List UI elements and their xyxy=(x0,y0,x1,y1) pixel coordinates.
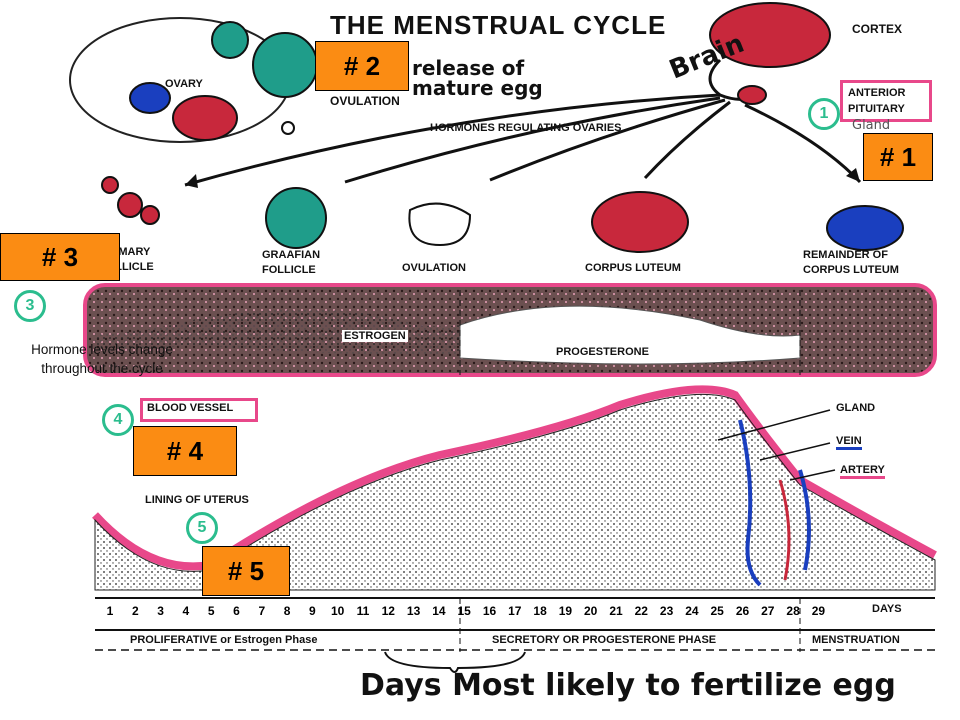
anterior-pituitary-label: ANTERIOR PITUITARY xyxy=(848,87,906,115)
ovary-follicle-small xyxy=(211,21,249,59)
remainder-corpus-luteum-label: REMAINDER OF CORPUS LUTEUM xyxy=(803,249,899,276)
day-number: 5 xyxy=(207,604,215,618)
badge-2: # 2 xyxy=(315,41,409,91)
step-marker-one: 1 xyxy=(808,98,840,130)
blood-vessel-box: BLOOD VESSEL xyxy=(140,398,258,422)
day-number: 14 xyxy=(432,604,446,618)
day-number: 2 xyxy=(131,604,139,618)
day-number: 28 xyxy=(786,604,800,618)
hormone-levels-note: Hormone levels change throughout the cyc… xyxy=(31,342,173,376)
day-number: 16 xyxy=(482,604,497,618)
blood-vessel-label: BLOOD VESSEL xyxy=(147,402,234,414)
day-number: 4 xyxy=(182,604,190,618)
day-number: 25 xyxy=(710,604,724,618)
pituitary xyxy=(737,85,767,105)
day-number: 23 xyxy=(659,604,674,618)
stage-graafian-follicle xyxy=(265,187,327,249)
day-number: 7 xyxy=(258,604,266,618)
stage-corpus-luteum xyxy=(591,191,689,253)
ovulation-stage-label: OVULATION xyxy=(402,262,466,274)
brain-cortex xyxy=(709,2,831,68)
secretory-phase-label: SECRETORY OR PROGESTERONE PHASE xyxy=(492,634,717,646)
day-number: 17 xyxy=(508,604,522,618)
day-number: 20 xyxy=(584,604,598,618)
corpus-luteum-label: CORPUS LUTEUM xyxy=(585,262,681,274)
artery-label: ARTERY xyxy=(840,464,885,479)
graafian-follicle-label: GRAAFIAN FOLLICLE xyxy=(262,249,321,276)
vein-label: VEIN xyxy=(836,435,862,450)
progesterone-label: PROGESTERONE xyxy=(556,346,649,358)
day-number: 18 xyxy=(533,604,547,618)
estrogen-band xyxy=(95,309,460,355)
badge-5: # 5 xyxy=(202,546,290,596)
estrogen-label: ESTROGEN xyxy=(342,330,408,342)
day-number: 21 xyxy=(609,604,623,618)
ovary-follicle-large xyxy=(252,32,318,98)
day-number: 24 xyxy=(685,604,699,618)
day-number: 27 xyxy=(761,604,775,618)
ovulation-top-label: OVULATION xyxy=(330,94,400,108)
day-number: 6 xyxy=(233,604,240,618)
cortex-label: CORTEX xyxy=(852,22,903,36)
menstruation-label: MENSTRUATION xyxy=(812,634,900,646)
ovary-label: OVARY xyxy=(165,78,203,90)
step-marker-five: 5 xyxy=(186,512,218,544)
day-number: 3 xyxy=(157,604,164,618)
day-number: 9 xyxy=(309,604,316,618)
day-number: 15 xyxy=(457,604,471,618)
stage-ovulation-shape xyxy=(408,202,472,247)
badge-3: # 3 xyxy=(0,233,120,281)
day-number: 13 xyxy=(406,604,421,618)
stage-remainder xyxy=(826,205,904,251)
fertile-days-note: Days Most likely to fertilize egg xyxy=(360,668,896,703)
gland-label: GLAND xyxy=(836,402,876,414)
gland-handwritten-label: Gland xyxy=(852,118,891,133)
day-number: 11 xyxy=(356,604,370,618)
page-title: THE MENSTRUAL CYCLE xyxy=(330,10,667,40)
badge-1: # 1 xyxy=(863,133,933,181)
release-egg-note: release of mature egg xyxy=(412,56,543,100)
day-number: 26 xyxy=(735,604,750,618)
day-number: 19 xyxy=(558,604,573,618)
day-number: 12 xyxy=(381,604,395,618)
step-marker-four: 4 xyxy=(102,404,134,436)
step-marker-three: 3 xyxy=(14,290,46,322)
lining-of-uterus-label: LINING OF UTERUS xyxy=(145,494,249,506)
progesterone-band xyxy=(459,305,801,365)
hormones-label: HORMONES REGULATING OVARIES xyxy=(430,122,622,134)
proliferative-phase-label: PROLIFERATIVE or Estrogen Phase xyxy=(130,634,318,646)
ovary-corpus-luteum xyxy=(172,95,238,141)
ovary-remnant xyxy=(129,82,171,114)
day-number: 1 xyxy=(106,604,114,618)
days-label: DAYS xyxy=(872,603,902,615)
day-number: 10 xyxy=(331,604,345,618)
anterior-pituitary-box: ANTERIOR PITUITARY xyxy=(840,80,932,122)
day-number: 29 xyxy=(811,604,826,618)
day-number: 22 xyxy=(634,604,648,618)
day-number: 8 xyxy=(283,604,291,618)
stage-primary-follicle xyxy=(117,192,143,218)
ovary-egg xyxy=(281,121,295,135)
badge-4: # 4 xyxy=(133,426,237,476)
